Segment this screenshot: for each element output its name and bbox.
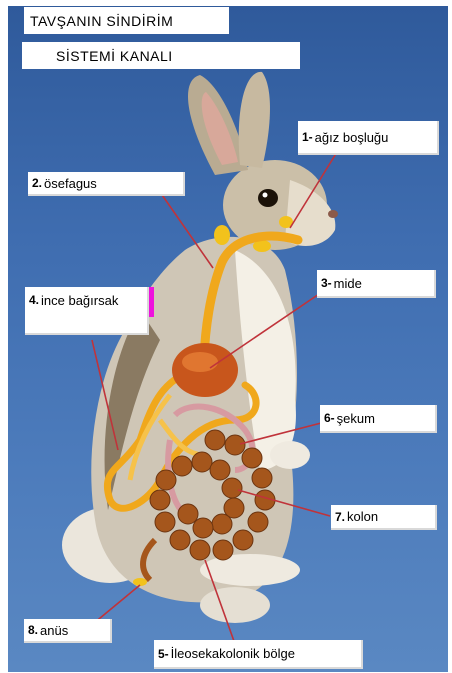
label-text: kolon — [347, 509, 378, 524]
label-esophagus: 2. ösefagus — [28, 172, 185, 196]
label-small-intestine: 4. ince bağırsak — [25, 287, 149, 335]
label-number: 4. — [29, 293, 39, 307]
label-text: şekum — [337, 411, 375, 426]
label-text: ağız boşluğu — [315, 130, 389, 145]
label-text: İleosekakolonik bölge — [171, 646, 295, 661]
label-text: mide — [334, 276, 362, 291]
label-number: 6- — [324, 411, 335, 425]
label-number: 8. — [28, 623, 38, 637]
label-text: anüs — [40, 623, 68, 638]
label-mouth-cavity: 1- ağız boşluğu — [298, 121, 439, 155]
label-anus: 8. anüs — [24, 619, 112, 643]
label-colon: 7. kolon — [331, 505, 437, 530]
label-number: 1- — [302, 130, 313, 144]
label-text: ince bağırsak — [41, 293, 118, 308]
label-ileocaecal-region: 5- İleosekakolonik bölge — [154, 640, 363, 669]
label-number: 2. — [32, 176, 42, 190]
label-number: 3- — [321, 276, 332, 290]
label-number: 5- — [158, 647, 169, 661]
title-line-1: TAVŞANIN SİNDİRİM — [24, 7, 229, 34]
label-stomach: 3- mide — [317, 270, 436, 298]
label-number: 7. — [335, 510, 345, 524]
title-line-2: SİSTEMİ KANALI — [22, 42, 300, 69]
label-caecum: 6- şekum — [320, 405, 437, 433]
label-text: ösefagus — [44, 176, 97, 191]
